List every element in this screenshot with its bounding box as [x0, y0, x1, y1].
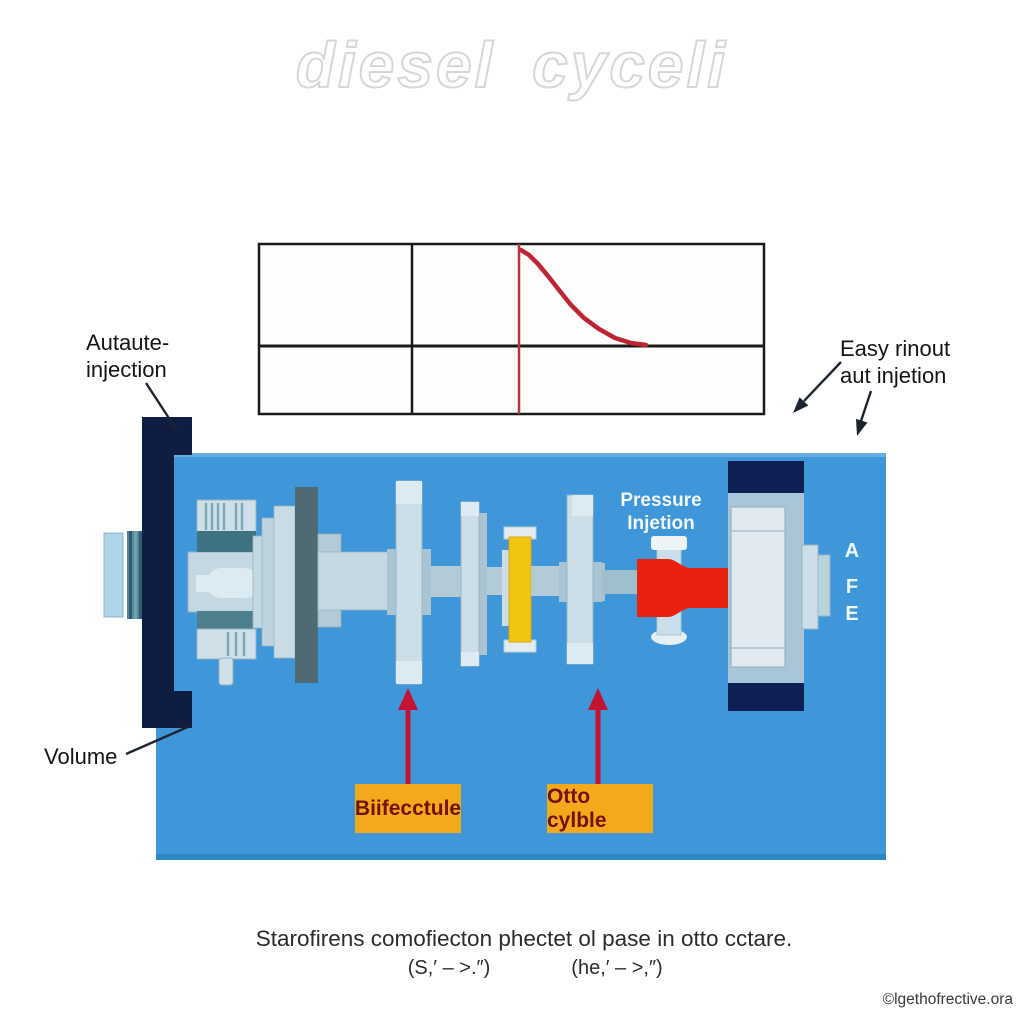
blue-panel-bottom-edge	[156, 854, 886, 860]
label-pressure-injection: Pressure Injetion	[604, 489, 718, 535]
left-light-plate	[103, 532, 124, 618]
caption-line: Starofirens comofiecton phectet ol pase …	[255, 926, 793, 951]
motor-top-stripes	[204, 503, 244, 530]
stripe	[129, 531, 132, 619]
motor-lower-band	[197, 611, 256, 629]
up-arrow-right	[588, 688, 608, 786]
stripe	[134, 531, 137, 619]
coupler-yellow-bar	[508, 536, 532, 643]
up-arrow-left-head	[398, 688, 418, 710]
flywheel-strip-left	[387, 549, 397, 615]
shaft-3	[487, 567, 505, 595]
disc2-body	[460, 501, 480, 667]
disc2-bottom-cap	[461, 652, 479, 666]
flywheel	[387, 480, 431, 685]
head-attachment-2	[817, 554, 831, 617]
disc3-body	[566, 494, 594, 665]
coupler-backing	[502, 550, 511, 626]
motor-key-tab	[196, 575, 210, 592]
callout-box-left: Biifecctule	[355, 784, 461, 833]
stepped-flange	[252, 505, 296, 659]
disc3-strip-left	[559, 562, 568, 602]
easy-runout-arrow-1	[793, 361, 842, 413]
collar	[596, 563, 605, 601]
head-navy-top	[728, 461, 804, 493]
callout-box-right: Otto cylble	[547, 784, 653, 833]
motor-key	[207, 568, 259, 598]
head-navy-bottom	[728, 683, 804, 711]
page-title: diesel cyceli	[295, 28, 729, 102]
injector-cap	[651, 536, 687, 550]
notation-left: (S,′ – >.″)	[407, 957, 491, 979]
label-volume: Volume	[44, 744, 118, 769]
disc3-top-cap	[572, 495, 593, 516]
notation-right: (he,′ – >,″)	[571, 957, 663, 979]
easy-runout-arrow-2	[856, 390, 873, 436]
arrow1-head	[793, 397, 809, 413]
disc2-strip	[479, 513, 487, 655]
letter-f: F	[845, 576, 859, 598]
motor-bottom-stripes	[226, 632, 246, 656]
up-arrow-left	[398, 688, 418, 786]
stripe	[139, 531, 142, 619]
label-easy-runout: Easy rinout aut injetion	[840, 335, 950, 389]
flange-step-3	[273, 505, 296, 659]
up-arrow-right-head	[588, 688, 608, 710]
disc3-bottom-cap	[567, 643, 593, 664]
blue-panel-top-edge	[156, 453, 886, 457]
chart-panel	[257, 242, 766, 416]
flywheel-strip-right	[421, 549, 431, 615]
left-end-plates	[103, 531, 144, 619]
arrow1-shaft	[803, 361, 842, 402]
label-easy-runout-line1: Easy rinout	[840, 336, 951, 361]
decay-curve-path	[518, 247, 649, 348]
head-attachment-1	[801, 544, 819, 630]
shaft-5	[602, 570, 638, 594]
label-pressure-line1: Pressure	[620, 490, 702, 511]
cylinder-head	[728, 461, 831, 711]
motor-stem	[218, 657, 234, 686]
disc-2	[460, 501, 487, 667]
chart-frame	[257, 242, 766, 416]
mount-bracket	[142, 417, 192, 728]
motor-bottom-cap	[196, 628, 257, 660]
arrow2-shaft	[859, 390, 873, 422]
flywheel-top-cap	[396, 481, 422, 504]
disc-3	[559, 494, 602, 665]
slate-plate	[295, 487, 318, 683]
label-auto-injection-line1: Autaute-	[86, 330, 170, 355]
label-pressure-line2: Injetion	[627, 513, 695, 534]
disc2-top-cap	[461, 502, 479, 516]
volume-pointer-line	[125, 724, 191, 756]
head-inner-panel	[730, 506, 786, 668]
flywheel-bottom-cap	[396, 661, 422, 684]
flywheel-body	[395, 480, 423, 685]
red-nozzle-block	[637, 559, 729, 617]
auto-injection-pointer-line	[144, 382, 178, 430]
watermark: ©lgethofrective.ora	[882, 991, 1013, 1008]
motor-teal-band	[197, 531, 256, 552]
shaft-1	[317, 551, 399, 611]
shaft-2	[431, 566, 462, 597]
arrow2-head	[856, 418, 868, 436]
letter-a: A	[844, 540, 860, 562]
label-auto-injection-line2: injection	[86, 357, 167, 382]
letter-e: E	[845, 603, 859, 625]
label-easy-runout-line2: aut injetion	[840, 363, 947, 388]
label-auto-injection: Autaute- injection	[86, 329, 169, 383]
